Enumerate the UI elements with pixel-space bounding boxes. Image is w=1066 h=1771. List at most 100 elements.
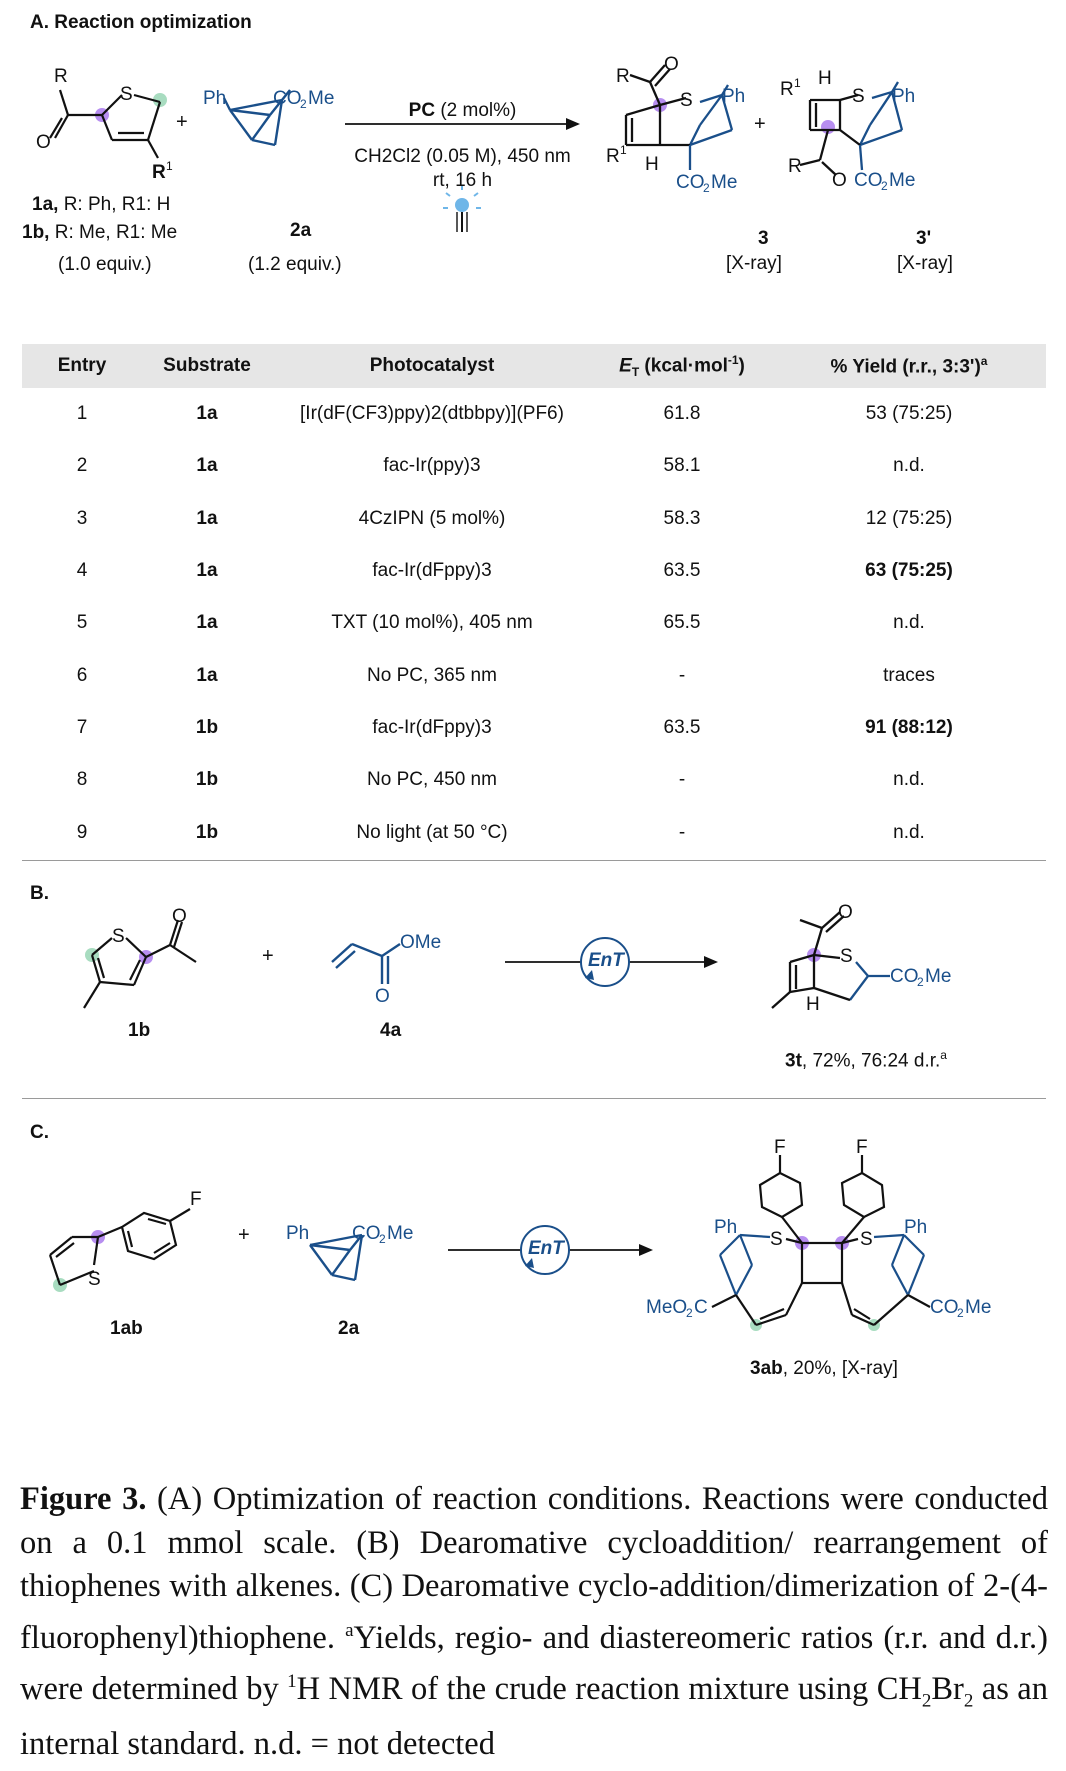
cell-entry: 7 bbox=[76, 716, 88, 738]
substrate-1ab-label: 1ab bbox=[110, 1318, 143, 1339]
cell-photocatalyst: fac-Ir(dFppy)3 bbox=[372, 560, 492, 582]
cell-yield: n.d. bbox=[893, 612, 925, 634]
svg-text:O: O bbox=[832, 170, 847, 191]
svg-text:Me: Me bbox=[387, 1223, 413, 1244]
svg-text:R: R bbox=[54, 66, 68, 87]
cell-photocatalyst: [Ir(dF(CF3)ppy)2(dtbbpy)](PF6) bbox=[300, 403, 564, 425]
cell-substrate: 1b bbox=[195, 716, 219, 738]
svg-text:+: + bbox=[238, 1224, 250, 1246]
substrate-1b-label: 1b, R: Me, R1: Me bbox=[22, 222, 178, 243]
svg-text:CO: CO bbox=[352, 1223, 381, 1244]
cell-triplet-energy: - bbox=[678, 664, 686, 686]
substrate-1b-structure bbox=[83, 919, 197, 1009]
cell-yield: 91 (88:12) bbox=[865, 716, 953, 738]
svg-text:1: 1 bbox=[166, 159, 173, 173]
cell-triplet-energy: 58.1 bbox=[663, 455, 701, 477]
pc-label: PC bbox=[408, 100, 436, 121]
cell-triplet-energy: - bbox=[678, 821, 686, 843]
cell-photocatalyst: 4CzIPN (5 mol%) bbox=[358, 507, 506, 529]
cell-photocatalyst: No PC, 450 nm bbox=[367, 769, 497, 791]
cell-substrate: 1a bbox=[196, 507, 218, 529]
svg-text:F: F bbox=[190, 1189, 202, 1210]
svg-text:Ph: Ph bbox=[892, 86, 915, 107]
svg-text:F: F bbox=[774, 1137, 786, 1158]
product-3prime-xray: [X-ray] bbox=[897, 253, 953, 274]
svg-text:Ph: Ph bbox=[203, 88, 226, 109]
svg-text:2: 2 bbox=[379, 1232, 386, 1246]
svg-text:S: S bbox=[840, 946, 853, 967]
table-header-row: Entry Substrate Photocatalyst ET (kcal·m… bbox=[22, 344, 1046, 388]
table-row: 9 1b No light (at 50 °C) - n.d. bbox=[22, 806, 1046, 858]
blue-led-icon bbox=[443, 185, 481, 232]
acrylate-structure bbox=[331, 942, 401, 984]
svg-text:OMe: OMe bbox=[400, 932, 441, 953]
cell-entry: 9 bbox=[76, 821, 88, 843]
cell-triplet-energy: 58.3 bbox=[663, 507, 701, 529]
cell-photocatalyst: No light (at 50 °C) bbox=[356, 821, 508, 843]
cell-yield: n.d. bbox=[893, 455, 925, 477]
section-a-scheme: R O S R 1 + Ph CO 2 Me bbox=[36, 54, 915, 232]
svg-text:CO: CO bbox=[676, 172, 705, 193]
svg-text:H: H bbox=[818, 68, 832, 89]
svg-text:H: H bbox=[806, 994, 820, 1015]
svg-text:S: S bbox=[112, 926, 125, 947]
cell-triplet-energy: 61.8 bbox=[663, 403, 701, 425]
svg-text:CO: CO bbox=[930, 1297, 959, 1318]
reagent-2a-equiv: (1.2 equiv.) bbox=[248, 254, 342, 275]
pc-amount: (2 mol%) bbox=[440, 100, 517, 121]
divider-b-c bbox=[22, 1098, 1046, 1099]
svg-text:+: + bbox=[754, 113, 766, 135]
cell-yield: n.d. bbox=[893, 821, 925, 843]
svg-text:O: O bbox=[664, 54, 679, 75]
cell-substrate: 1a bbox=[196, 664, 218, 686]
svg-text:R: R bbox=[780, 79, 794, 100]
svg-text:S: S bbox=[852, 86, 865, 107]
ent-label-c: EnT bbox=[528, 1238, 564, 1259]
optimization-table: Entry Substrate Photocatalyst ET (kcal·m… bbox=[22, 344, 1046, 859]
bicyclobutane-structure bbox=[222, 89, 291, 147]
cell-yield: traces bbox=[883, 664, 935, 686]
substrate-1b-label-b: 1b bbox=[128, 1020, 151, 1041]
product-3prime-label: 3' bbox=[916, 228, 932, 249]
product-3t-result: 3t, 72%, 76:24 d.r.a bbox=[785, 1048, 947, 1072]
svg-text:1: 1 bbox=[620, 143, 627, 157]
bicyclobutane-structure-c bbox=[309, 1233, 364, 1282]
cell-triplet-energy: 63.5 bbox=[663, 716, 701, 738]
svg-text:Me: Me bbox=[965, 1297, 991, 1318]
product-3prime-structure bbox=[799, 81, 904, 176]
svg-text:S: S bbox=[88, 1269, 101, 1290]
section-b-scheme: S O + OMe O S O H CO 2 Me bbox=[83, 902, 951, 1015]
ent-label-b: EnT bbox=[588, 950, 624, 971]
svg-text:2: 2 bbox=[686, 1306, 693, 1320]
header-entry: Entry bbox=[22, 344, 142, 388]
reagent-2a-label: 2a bbox=[290, 220, 312, 241]
photocatalyst-reagent: PC (2 mol%) bbox=[345, 100, 580, 122]
header-substrate: Substrate bbox=[142, 344, 272, 388]
temp-time-conditions: rt, 16 h bbox=[432, 170, 493, 191]
cell-photocatalyst: TXT (10 mol%), 405 nm bbox=[331, 612, 533, 634]
svg-text:Ph: Ph bbox=[286, 1223, 309, 1244]
header-photocatalyst: Photocatalyst bbox=[272, 344, 592, 388]
cell-substrate: 1b bbox=[195, 821, 219, 843]
cell-triplet-energy: 63.5 bbox=[663, 560, 701, 582]
svg-text:CO: CO bbox=[890, 966, 919, 987]
svg-text:Me: Me bbox=[711, 172, 737, 193]
product-3ab-structure bbox=[711, 1155, 931, 1331]
svg-text:2: 2 bbox=[917, 975, 924, 989]
cell-entry: 3 bbox=[76, 507, 88, 529]
thiophene-substrate-structure bbox=[49, 89, 167, 159]
product-3t-structure bbox=[771, 911, 890, 1009]
svg-text:2: 2 bbox=[957, 1306, 964, 1320]
svg-text:O: O bbox=[172, 906, 187, 927]
svg-text:1: 1 bbox=[794, 76, 801, 90]
svg-text:Ph: Ph bbox=[722, 86, 745, 107]
substrate-1a-label: 1a, R: Ph, R1: H bbox=[32, 194, 171, 215]
svg-text:Ph: Ph bbox=[904, 1217, 927, 1238]
divider-a-b bbox=[22, 860, 1046, 861]
